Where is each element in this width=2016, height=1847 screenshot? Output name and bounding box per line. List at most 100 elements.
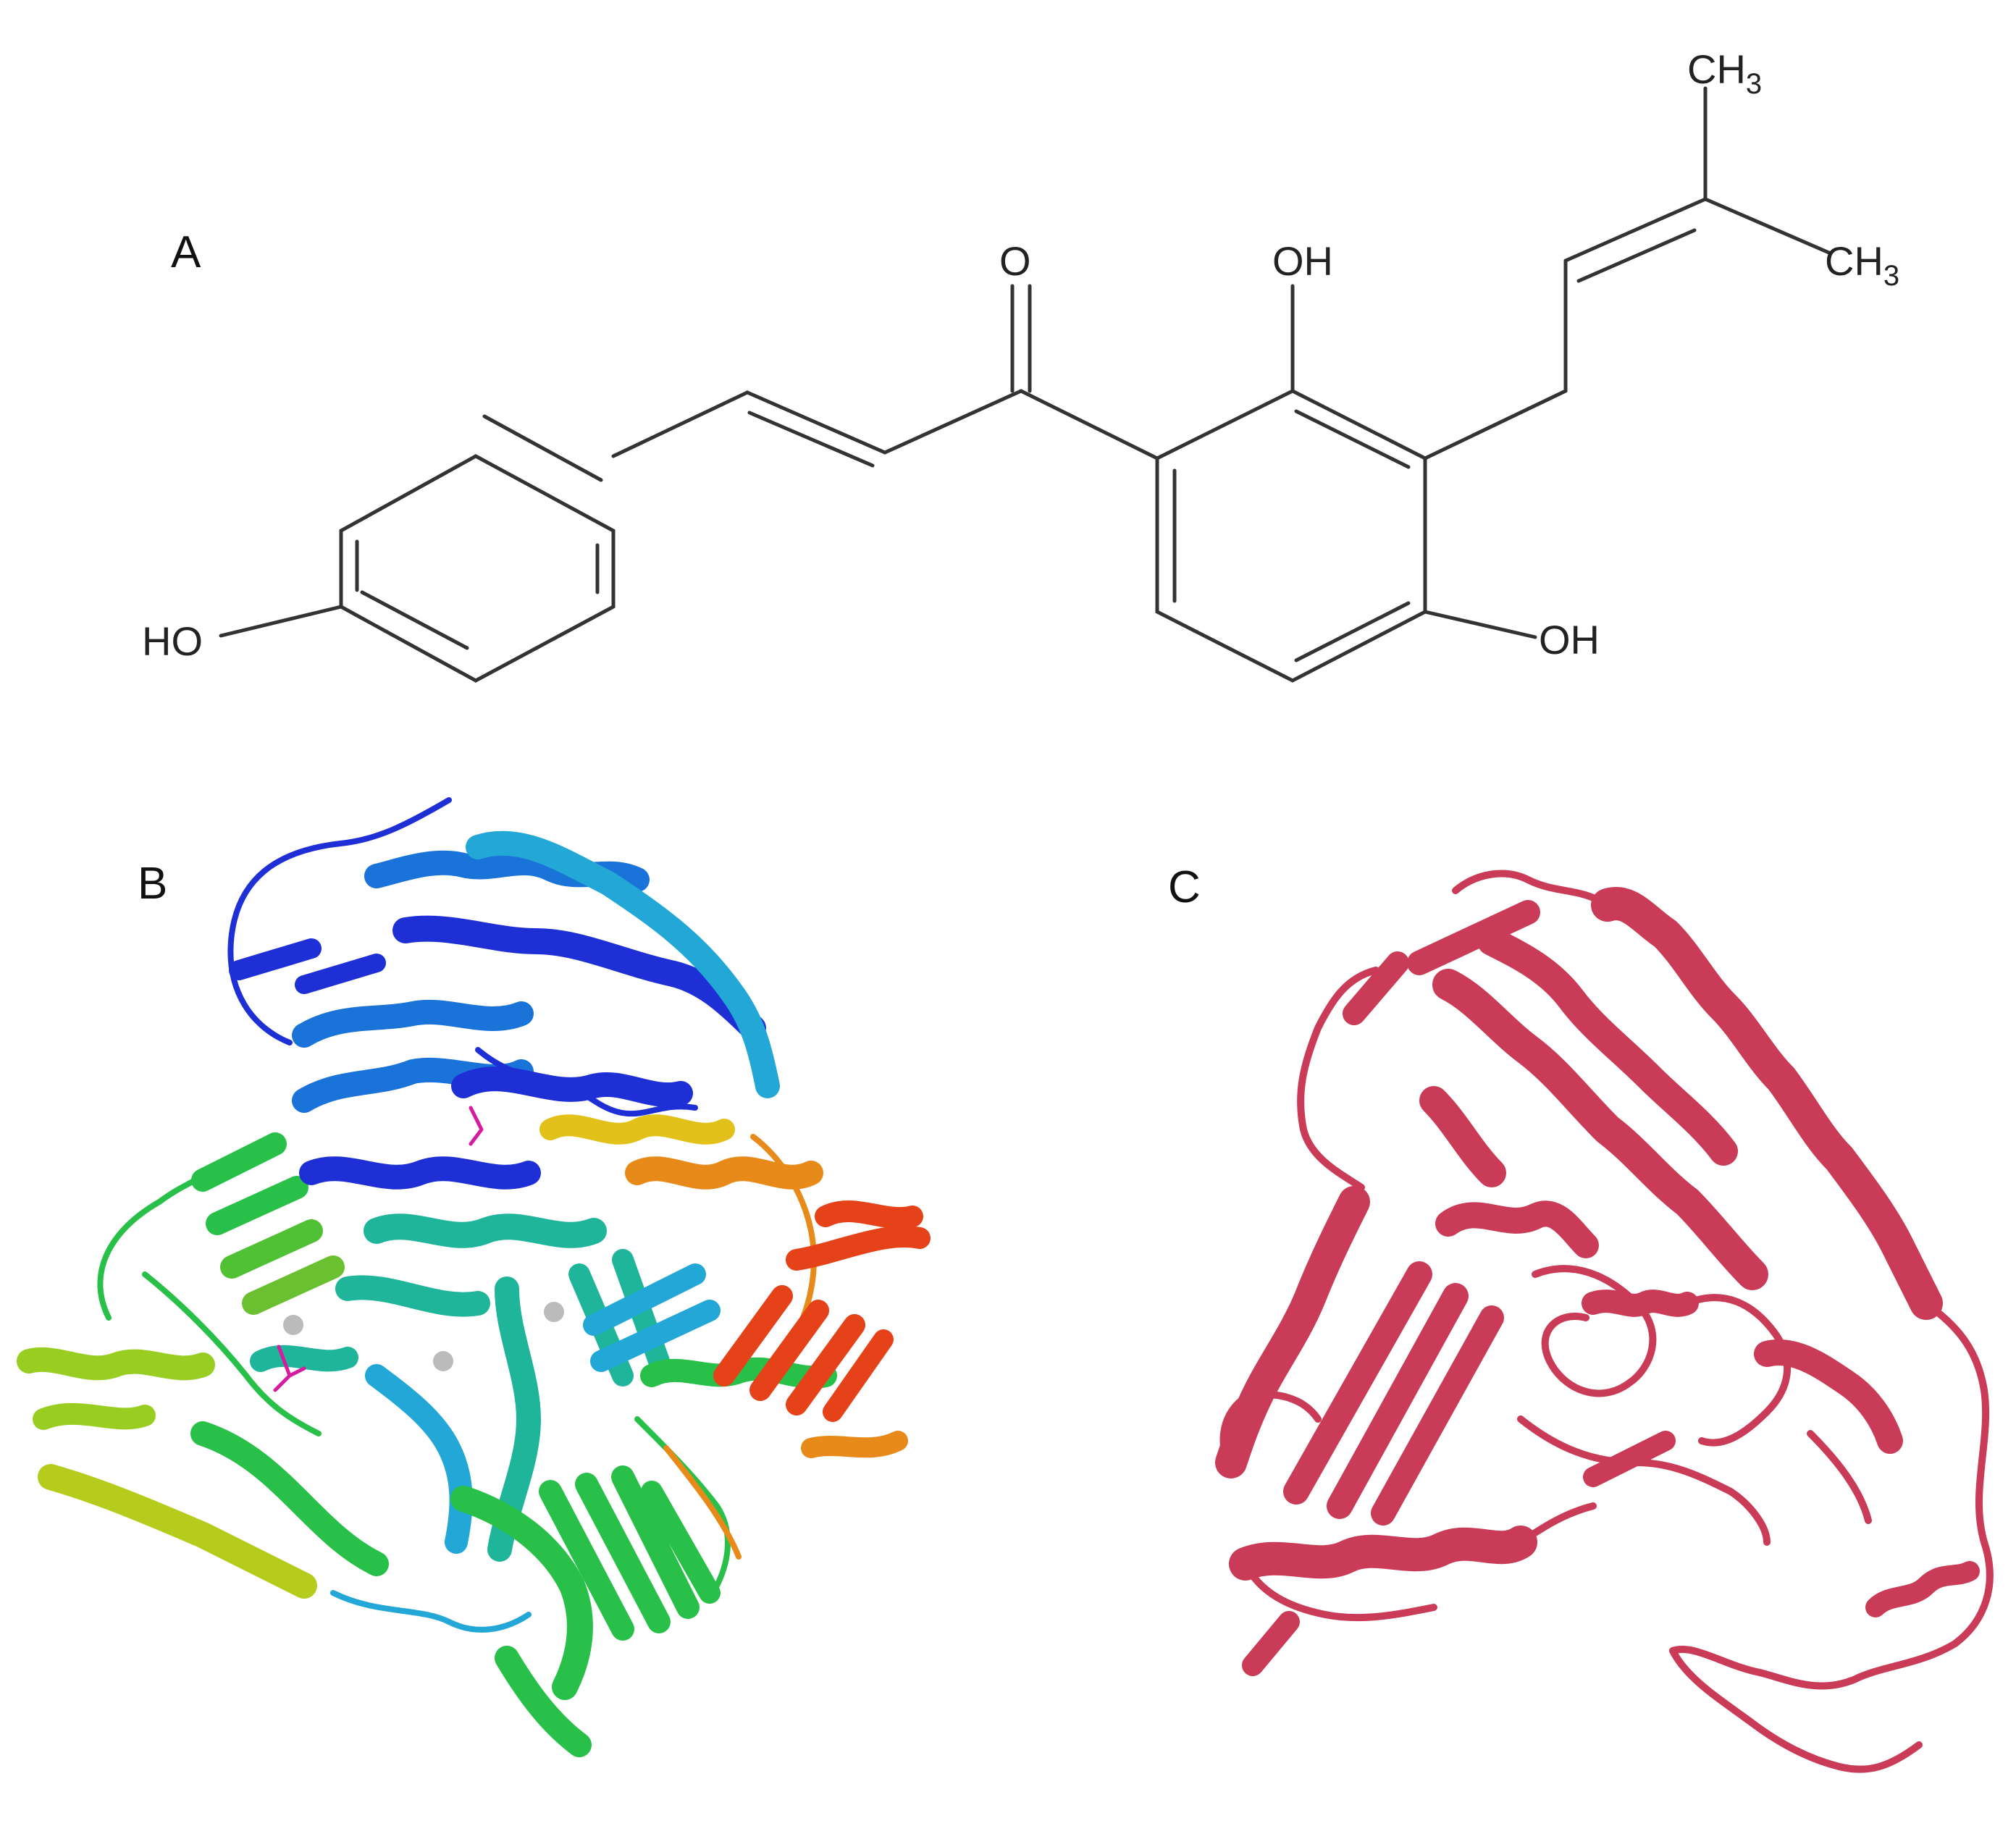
- sheet: [295, 954, 386, 994]
- helix: [1419, 1086, 1506, 1187]
- resorcinol-ring: [1155, 389, 1427, 683]
- resorcinol-ring-inner-bond: [1294, 601, 1411, 662]
- coil: [1684, 1294, 1792, 1447]
- ligand-atom: [283, 1315, 303, 1335]
- ligand: [273, 1345, 306, 1392]
- helix: [451, 1066, 693, 1108]
- coil: [1807, 1430, 1872, 1524]
- coil: [634, 1416, 731, 1589]
- helix: [801, 1431, 908, 1458]
- phenol-ring: [339, 454, 616, 683]
- ligand-atom: [544, 1302, 564, 1322]
- helix: [190, 1421, 389, 1576]
- bond-prenyl-1: [1423, 389, 1568, 460]
- helix: [335, 1275, 490, 1317]
- panel-label-a: A: [171, 227, 201, 277]
- sheet: [242, 1255, 345, 1315]
- coil: [1297, 967, 1379, 1191]
- bond-oh-bottom: [1423, 610, 1537, 639]
- helix: [495, 1646, 592, 1757]
- helix: [364, 1213, 607, 1248]
- helix: [539, 1114, 735, 1145]
- helix: [450, 1486, 593, 1700]
- atom-oh-bottom: OH: [1539, 617, 1600, 662]
- coil: [227, 797, 452, 1045]
- sheet: [611, 1465, 700, 1619]
- helix: [815, 1200, 923, 1229]
- bond-methyl-right: [1703, 197, 1833, 256]
- coil: [1517, 1415, 1771, 1546]
- sheet: [575, 1473, 671, 1633]
- coil: [1532, 1265, 1657, 1397]
- protein-structure-b: [17, 797, 931, 1757]
- atom-ho-left: HO: [142, 618, 203, 664]
- helix: [1229, 1526, 1537, 1581]
- helix: [1435, 1200, 1599, 1258]
- sheet: [229, 938, 322, 980]
- bond-ho: [219, 605, 343, 638]
- atom-ch3-right: CH3: [1825, 238, 1899, 292]
- helix: [38, 1464, 317, 1599]
- atom-labels: O OH OH HO CH3 CH3: [142, 46, 1899, 664]
- helix: [1215, 1186, 1370, 1478]
- bond-alkene-carbonyl: [883, 389, 1023, 455]
- coil: [1219, 1391, 1322, 1473]
- protein-structure-c: [1215, 870, 1994, 1773]
- helix: [392, 915, 766, 1041]
- panel-label-c: C: [1168, 862, 1201, 912]
- sheet: [823, 1329, 894, 1422]
- phenol-ring-inner-bond: [360, 590, 469, 650]
- bond-carbonyl-ring: [1019, 389, 1159, 460]
- bond-prenyl-double: [1576, 228, 1697, 283]
- panel-label-b: B: [138, 859, 168, 909]
- sheet: [1407, 900, 1540, 975]
- helix: [250, 1345, 358, 1372]
- sheet: [1371, 1305, 1504, 1526]
- sheet: [713, 1285, 793, 1387]
- sheet: [749, 1300, 829, 1401]
- sheet: [1583, 1431, 1676, 1487]
- sheet: [786, 1314, 865, 1415]
- coil: [1517, 1502, 1597, 1546]
- sheet: [590, 1300, 721, 1372]
- sheet: [539, 1480, 634, 1641]
- resorcinol-ring-inner-bond: [1294, 409, 1411, 469]
- helix: [1477, 927, 1738, 1166]
- atom-ch3-top: CH3: [1687, 46, 1762, 100]
- atom-oh-top: OH: [1272, 238, 1333, 284]
- helix: [1754, 1339, 1903, 1454]
- helix: [17, 1347, 215, 1381]
- bond-ring-alkene: [611, 390, 749, 458]
- coil: [330, 1590, 532, 1633]
- sheet: [1283, 1261, 1432, 1505]
- atom-o-carbonyl: O: [999, 238, 1031, 284]
- ligand: [469, 1106, 484, 1146]
- coil: [663, 1445, 742, 1560]
- chemical-structure: [219, 86, 1833, 683]
- sheet: [1242, 1611, 1300, 1676]
- helix: [292, 999, 534, 1048]
- bond-alkene-double: [747, 411, 875, 468]
- sheet: [583, 1263, 706, 1336]
- sheet: [220, 1219, 323, 1279]
- coil: [1452, 870, 1611, 909]
- sheet: [191, 1132, 287, 1192]
- helix: [1591, 887, 1943, 1320]
- sheet: [206, 1176, 308, 1235]
- coil: [142, 1271, 322, 1436]
- sheet: [1327, 1283, 1469, 1519]
- coil: [97, 1156, 235, 1321]
- helix: [1582, 1289, 1699, 1317]
- helix: [1432, 969, 1768, 1290]
- helix: [466, 830, 780, 1098]
- helix: [299, 1156, 541, 1190]
- bond-prenyl-3: [1563, 197, 1708, 263]
- sheet: [641, 1481, 721, 1604]
- phenol-ring-inner-bond: [482, 414, 603, 482]
- helix: [33, 1402, 156, 1430]
- coil: [1669, 1300, 1994, 1690]
- helix: [1865, 1561, 1980, 1617]
- bond-alkene: [745, 390, 887, 455]
- coil: [1242, 1560, 1437, 1622]
